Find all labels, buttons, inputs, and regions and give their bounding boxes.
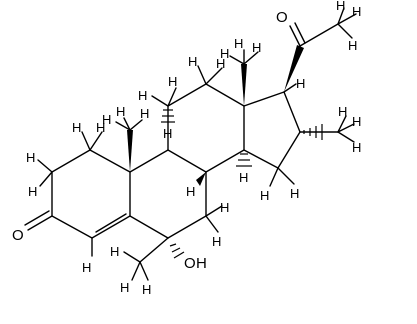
h-label: H <box>352 114 361 129</box>
ketone-o-left: O <box>12 227 24 244</box>
h-label: H <box>212 234 221 249</box>
h-label: H <box>220 46 229 61</box>
h-bond <box>115 121 131 131</box>
h-bond <box>39 171 53 187</box>
h-label: H <box>252 40 261 55</box>
h-label: H <box>168 74 177 89</box>
h-label: H <box>216 56 225 71</box>
h-label: H <box>116 104 125 119</box>
h-bond <box>131 261 141 281</box>
h-label: H <box>26 150 35 165</box>
h-label-c9: H <box>163 126 172 141</box>
h-bond <box>139 261 149 281</box>
h-bond <box>243 51 259 65</box>
h-bond <box>37 159 53 173</box>
h-bond <box>269 167 279 187</box>
h-label: H <box>110 244 119 259</box>
h-label: H <box>188 54 197 69</box>
atom-labels: O O O H H H H <box>12 9 288 272</box>
skeleton-bonds <box>24 22 339 263</box>
h-label: H <box>138 88 147 103</box>
h-bond <box>167 87 177 107</box>
hydroxyl-h: H <box>196 255 207 272</box>
h-label: H <box>338 104 347 119</box>
h-label: H <box>102 112 111 127</box>
h-label: H <box>82 260 91 275</box>
h-bond <box>81 131 91 151</box>
h-bond <box>197 65 207 85</box>
ketone-o-top: O <box>276 9 288 26</box>
h-bond <box>337 13 357 25</box>
h-bond <box>89 131 103 151</box>
h-bond <box>205 205 223 217</box>
h-label: H <box>120 280 129 295</box>
h-label: H <box>348 38 357 53</box>
h-label-c14: H <box>239 170 248 185</box>
h-label: H <box>28 184 37 199</box>
h-bond <box>123 251 141 263</box>
h-label: H <box>234 36 243 51</box>
h-bond <box>277 167 295 185</box>
h-bond <box>123 117 131 131</box>
h-label: H <box>96 120 105 135</box>
h-bond <box>337 23 353 39</box>
h-bond <box>229 55 245 65</box>
hydroxyl-o: O <box>184 255 196 272</box>
h-bond <box>283 83 297 93</box>
h-bond <box>337 131 355 143</box>
h-label: H <box>296 76 305 91</box>
h-bond <box>337 115 347 133</box>
h-bond <box>205 215 219 233</box>
h-label: H <box>220 200 229 215</box>
h-label: H <box>352 4 361 19</box>
h-label: H <box>72 120 81 135</box>
h-bond <box>129 119 143 131</box>
h-bond <box>337 123 355 133</box>
h-label: H <box>290 186 299 201</box>
stereo-hashes <box>161 109 339 259</box>
h-label: H <box>260 188 269 203</box>
h-bond <box>151 95 169 107</box>
stereo-wedges <box>127 45 304 186</box>
h-label-c8: H <box>186 184 195 199</box>
h-label: H <box>142 282 151 297</box>
h-bond <box>205 67 223 85</box>
h-bond <box>337 7 345 25</box>
h-label: H <box>352 140 361 155</box>
h-label: H <box>336 0 345 13</box>
h-label: H <box>140 106 149 121</box>
